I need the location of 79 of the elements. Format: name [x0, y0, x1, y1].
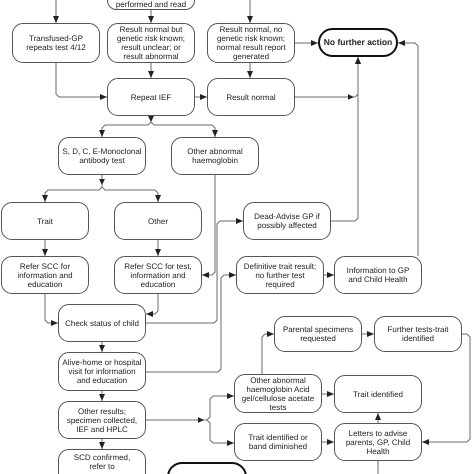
process-box — [1, 202, 89, 240]
arrow — [194, 94, 208, 100]
step-text: Check status of child — [65, 318, 139, 328]
arrow — [247, 62, 253, 78]
arrow — [44, 294, 58, 326]
arrow — [56, 62, 108, 100]
step-text: Trait identified or band diminished — [247, 433, 309, 451]
step-text: SCD confirmed, refer to — [72, 453, 132, 471]
arrow — [53, 0, 59, 24]
step-text: performed and read — [116, 0, 186, 9]
step-text: Other — [148, 216, 168, 226]
step-text: Other abnormal haemoglobin — [186, 147, 244, 165]
process-box — [374, 316, 462, 352]
step-text: Refer SCC for test, information and education — [123, 262, 193, 288]
process-box — [58, 137, 146, 175]
arrow — [398, 40, 418, 256]
arrow — [202, 174, 216, 278]
process-box — [1, 256, 89, 294]
process-box — [58, 352, 146, 391]
process-box — [334, 423, 422, 461]
process-box — [234, 423, 322, 461]
step-text: Refer SCC for information and education — [16, 262, 74, 288]
arrow — [146, 294, 158, 317]
arrow — [148, 62, 154, 78]
process-box — [274, 316, 362, 352]
arrow — [422, 334, 470, 445]
arrow — [330, 56, 361, 222]
arrow — [247, 0, 253, 24]
arrow — [322, 439, 334, 445]
arrow — [99, 342, 105, 352]
arrow — [99, 438, 105, 450]
step-text: Repeat IEF — [130, 92, 172, 102]
terminal-box — [318, 28, 398, 57]
step-text: Information to GP and Child Health — [346, 266, 410, 284]
step-text: Letters to advise parents, GP, Child Health — [344, 428, 412, 456]
arrow — [262, 331, 274, 374]
step-text: Result normal but genetic risk known; result unclear; or result abnormal — [116, 25, 186, 61]
process-box — [58, 401, 146, 439]
step-text: Parental specimens requested — [282, 325, 354, 343]
step-text: Definitive trait result; no further test required — [242, 262, 318, 288]
arrow — [148, 116, 218, 138]
arrow — [362, 331, 374, 337]
arrow — [146, 218, 244, 324]
step-text: Further tests-trait identified — [386, 325, 450, 343]
arrow — [375, 412, 381, 424]
step-text: Alive-home or hospital visit for information and education — [62, 358, 142, 385]
arrow — [99, 390, 105, 402]
step-text: Result normal, no genetic risk known; normal result report generated — [215, 25, 287, 61]
arrow — [322, 391, 334, 397]
step-text: Transfused-GP repeats test 4/12 — [25, 34, 87, 52]
arrow — [42, 240, 48, 256]
process-box — [114, 202, 202, 240]
process-box — [334, 256, 422, 294]
step-text: Dead-Advise GP if possibly affected — [253, 212, 321, 230]
process-box — [107, 78, 195, 116]
arrow — [146, 417, 234, 446]
step-text: Result normal — [226, 92, 276, 102]
process-box — [207, 23, 295, 63]
terminal-text: No further action — [324, 38, 392, 47]
arrow — [294, 40, 318, 46]
arrow — [155, 240, 161, 256]
arrow — [146, 272, 236, 372]
process-box — [107, 23, 195, 63]
step-text: Other results; specimen collected, IEF and HPLC — [66, 406, 138, 434]
step-text: Trait — [37, 216, 53, 226]
process-box — [171, 137, 259, 175]
process-box — [114, 256, 202, 294]
process-box — [243, 202, 331, 240]
arrow — [148, 10, 154, 24]
process-box — [12, 23, 100, 63]
process-box — [334, 375, 422, 413]
step-text: Trait identified — [353, 390, 403, 398]
process-box — [207, 78, 295, 116]
process-box — [58, 304, 146, 342]
step-text: Other abnormal haemoglobin Acid gel/cellulose acetate tests — [240, 376, 316, 412]
process-box — [236, 256, 324, 294]
step-text: S, D, C, E-Monoclonal antibody test — [62, 147, 142, 165]
arrow — [324, 272, 334, 278]
process-box — [234, 374, 322, 413]
